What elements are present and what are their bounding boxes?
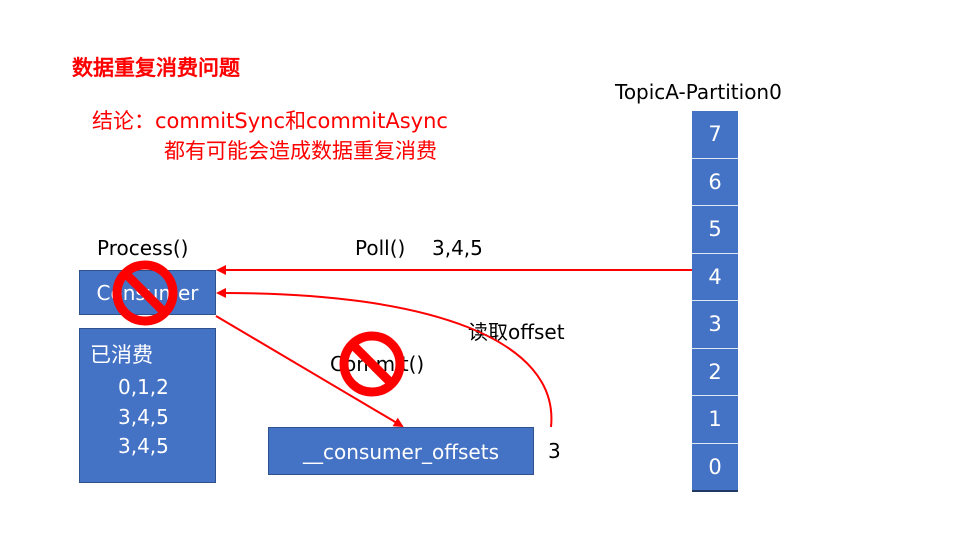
consumed-row: 0,1,2 [118, 375, 169, 399]
conclusion-line-2: 都有可能会造成数据重复消费 [164, 139, 437, 163]
partition-cell-7: 7 [692, 111, 738, 159]
partition-cell-4: 4 [692, 253, 738, 301]
conclusion-line-1: 结论：commitSync和commitAsync [92, 109, 448, 133]
read-offset-arrow [216, 287, 553, 428]
partition-label: TopicA-Partition0 [615, 80, 782, 104]
partition-cell-6: 6 [692, 158, 738, 206]
process-label: Process() [97, 236, 189, 260]
consumer-offsets-label: __consumer_offsets [302, 440, 499, 464]
conclusion-text: 结论：commitSync和commitAsync 都有可能会造成数据重复消费 [92, 106, 448, 166]
commit-arrow [215, 315, 404, 428]
poll-label: Poll() [355, 236, 406, 260]
prohibited-icon [112, 260, 178, 326]
read-offset-label: 读取offset [468, 320, 565, 344]
partition-cell-3: 3 [692, 301, 738, 349]
partition-cell-5: 5 [692, 206, 738, 254]
partition-cell-2: 2 [692, 348, 738, 396]
committed-offset-value: 3 [548, 439, 561, 463]
partition-cell-1: 1 [692, 396, 738, 444]
prohibited-icon [339, 331, 405, 397]
consumer-offsets-box: __consumer_offsets [268, 427, 534, 475]
page-title: 数据重复消费问题 [72, 56, 240, 80]
consumed-heading: 已消费 [90, 343, 153, 367]
partition-column: 7 6 5 4 3 2 1 0 [692, 111, 738, 492]
partition-cell-0: 0 [692, 443, 738, 492]
poll-values: 3,4,5 [432, 236, 483, 260]
consumed-row: 3,4,5 [118, 434, 169, 458]
consumed-box: 已消费 0,1,2 3,4,5 3,4,5 [79, 328, 216, 483]
consumed-row: 3,4,5 [118, 405, 169, 429]
